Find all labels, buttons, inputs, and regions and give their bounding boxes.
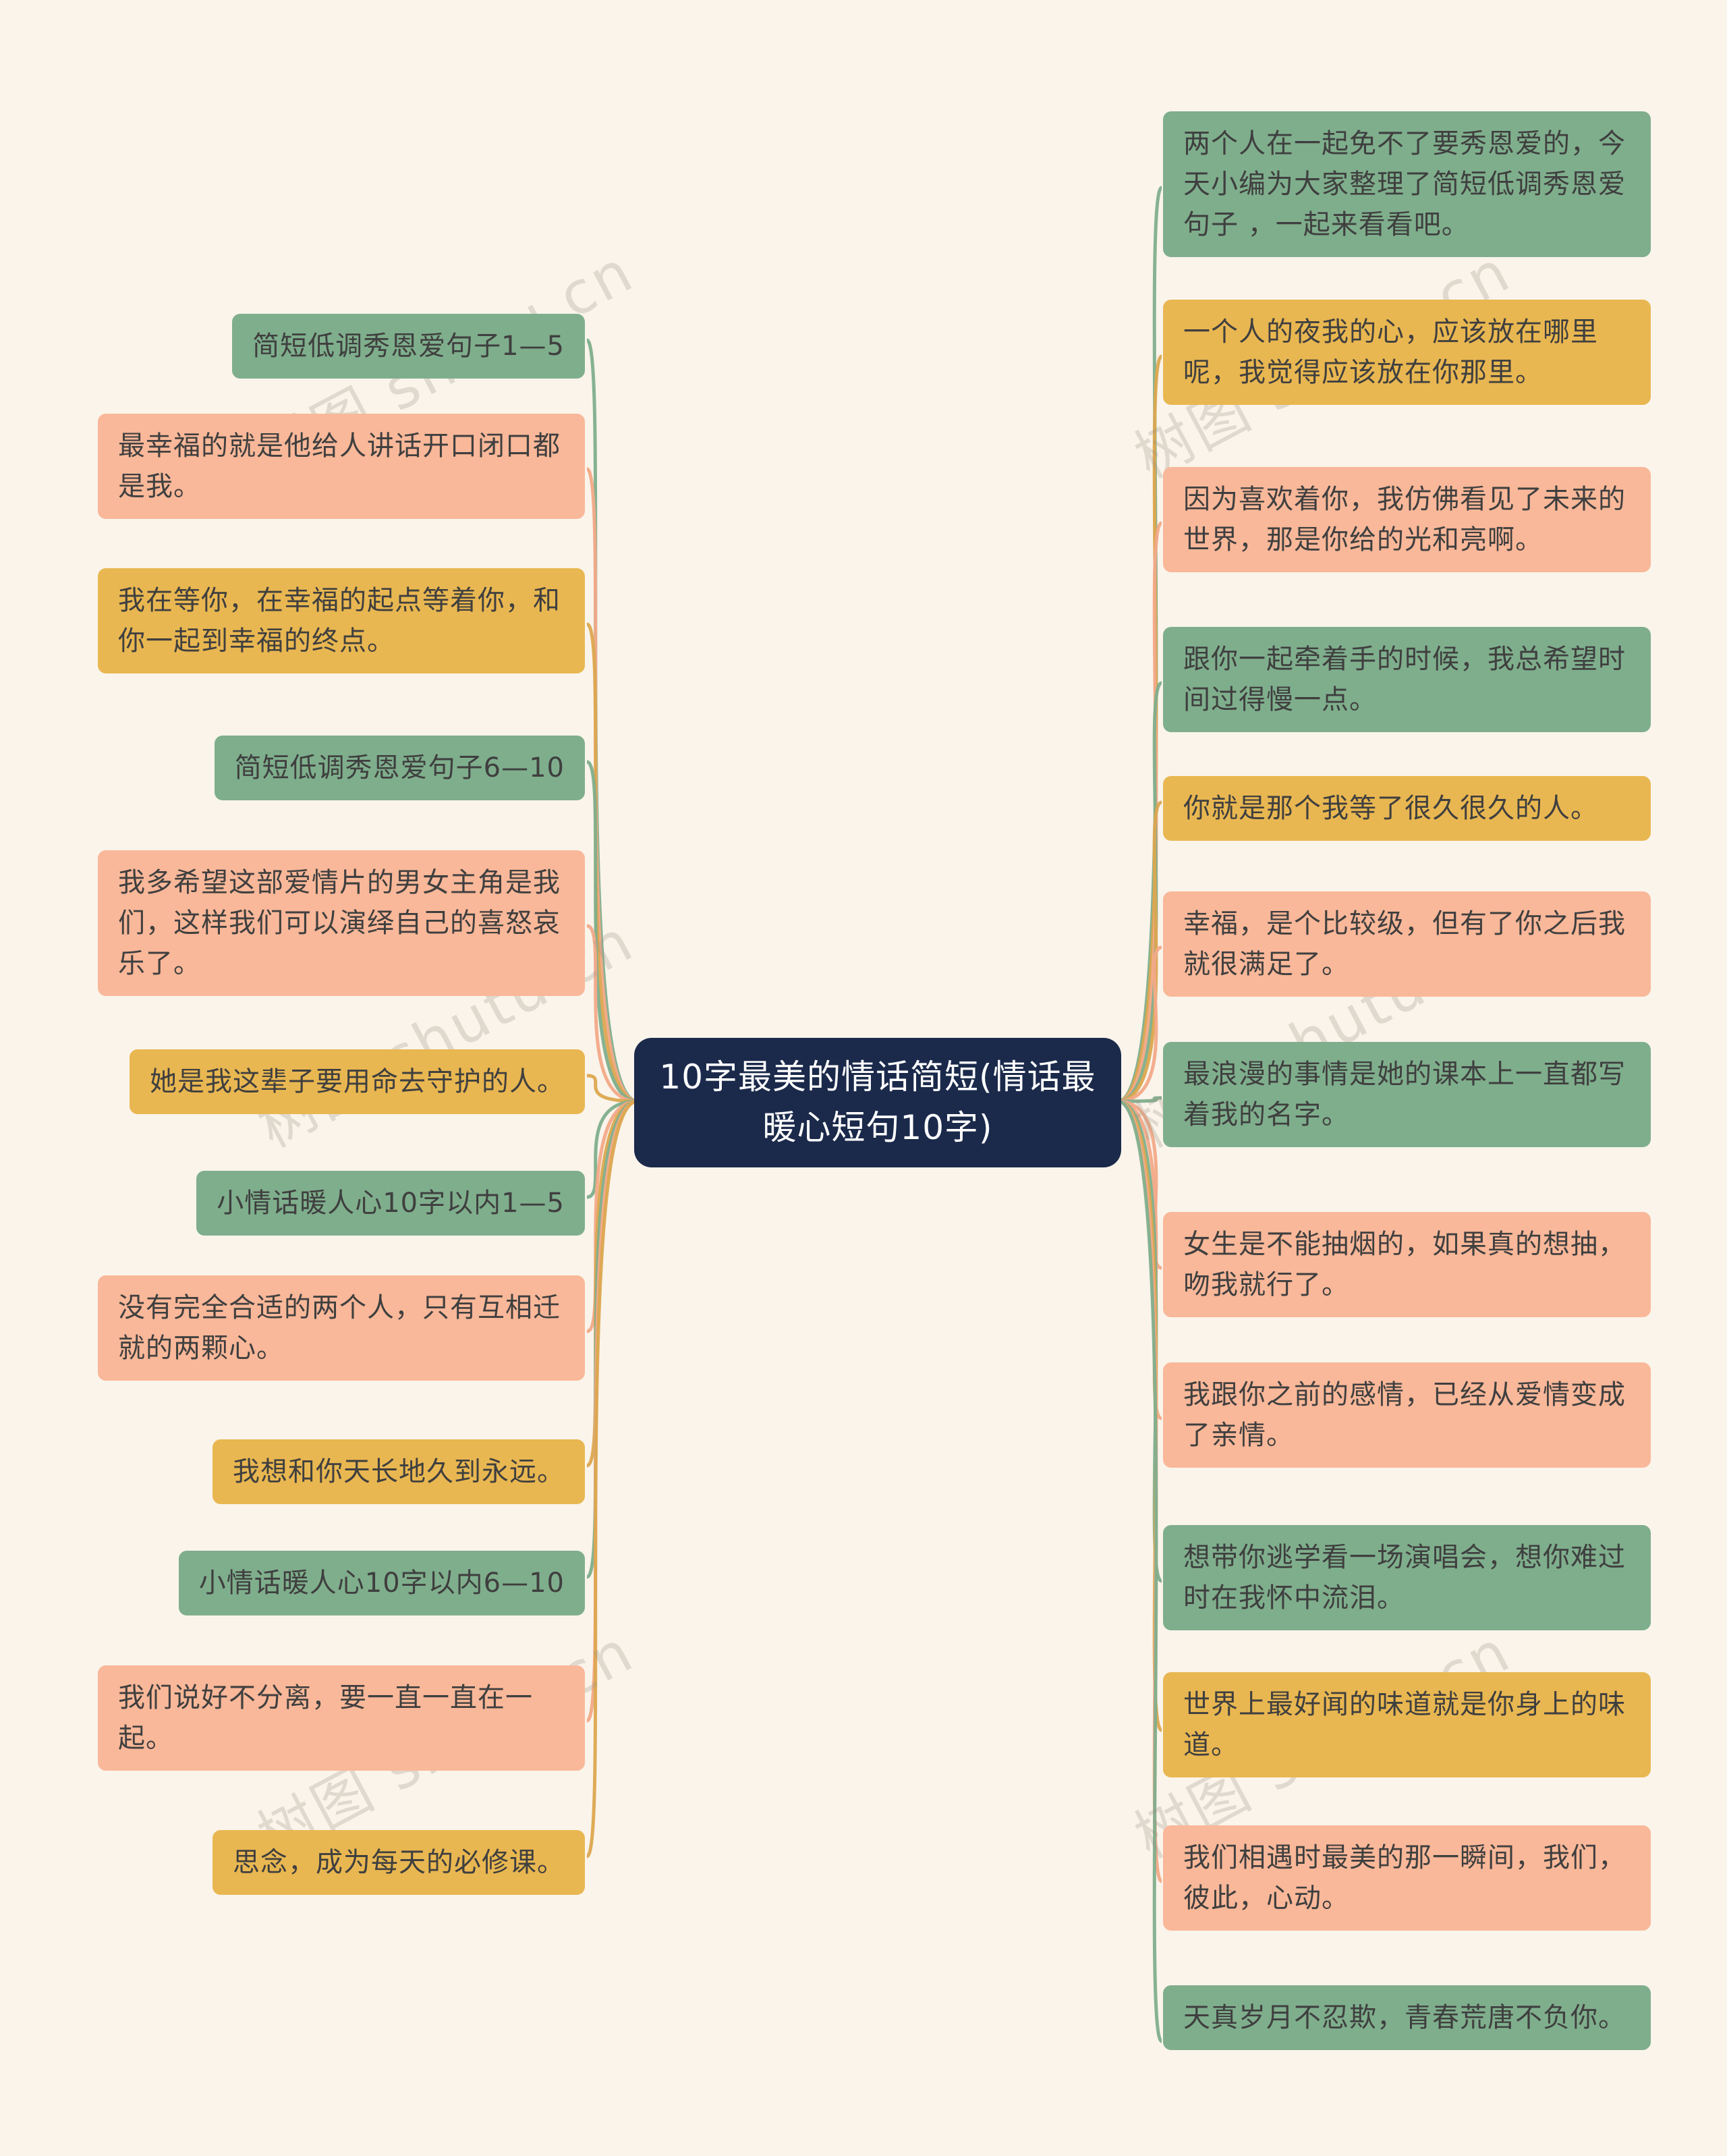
connector-left-6 [586, 1074, 638, 1103]
left-node-heading-4[interactable]: 小情话暖人心10字以内6—10 [178, 1551, 585, 1615]
right-node[interactable]: 我们相遇时最美的那一瞬间，我们，彼此，心动。 [1163, 1825, 1651, 1931]
left-node[interactable]: 思念，成为每天的必修课。 [213, 1830, 585, 1895]
right-node[interactable]: 一个人的夜我的心，应该放在哪里呢，我觉得应该放在你那里。 [1163, 300, 1651, 405]
left-node[interactable]: 我多希望这部爱情片的男女主角是我们，这样我们可以演绎自己的喜怒哀乐了。 [98, 850, 585, 996]
left-node[interactable]: 她是我这辈子要用命去守护的人。 [130, 1049, 585, 1114]
right-node[interactable]: 因为喜欢着你，我仿佛看见了未来的世界，那是你给的光和亮啊。 [1163, 467, 1651, 572]
right-node[interactable]: 我跟你之前的感情，已经从爱情变成了亲情。 [1163, 1362, 1651, 1468]
left-node-heading-1[interactable]: 简短低调秀恩爱句子1—5 [232, 314, 585, 379]
connector-right-7 [1117, 1096, 1162, 1103]
connector-right-13 [1117, 1099, 1164, 2043]
left-node-heading-3[interactable]: 小情话暖人心10字以内1—5 [196, 1171, 585, 1236]
connector-left-12 [585, 1099, 638, 1858]
right-node[interactable]: 两个人在一起免不了要秀恩爱的，今天小编为大家整理了简短低调秀恩爱句子 ，一起来看… [1163, 111, 1651, 257]
left-node[interactable]: 我们说好不分离，要一直一直在一起。 [98, 1665, 585, 1771]
right-node[interactable]: 幸福，是个比较级，但有了你之后我就很满足了。 [1163, 891, 1651, 997]
left-node-heading-2[interactable]: 简短低调秀恩爱句子6—10 [214, 736, 585, 800]
connector-right-6 [1117, 945, 1162, 1103]
left-node[interactable]: 最幸福的就是他给人讲话开口闭口都是我。 [98, 414, 585, 519]
right-node[interactable]: 世界上最好闻的味道就是你身上的味道。 [1163, 1672, 1651, 1777]
left-node[interactable]: 我在等你，在幸福的起点等着你，和你一起到幸福的终点。 [98, 568, 585, 673]
left-node[interactable]: 没有完全合适的两个人，只有互相迁就的两颗心。 [98, 1275, 585, 1381]
central-topic[interactable]: 10字最美的情话简短(情话最暖心短句10字) [634, 1038, 1121, 1167]
connector-left-5 [586, 924, 638, 1103]
right-node[interactable]: 想带你逃学看一场演唱会，想你难过时在我怀中流泪。 [1163, 1525, 1651, 1630]
right-node[interactable]: 女生是不能抽烟的，如果真的想抽，吻我就行了。 [1163, 1212, 1651, 1317]
connector-left-7 [586, 1099, 638, 1199]
right-node[interactable]: 跟你一起牵着手的时候，我总希望时间过得慢一点。 [1163, 627, 1651, 732]
connector-left-8 [586, 1099, 638, 1333]
left-node[interactable]: 我想和你天长地久到永远。 [213, 1439, 585, 1504]
right-node[interactable]: 天真岁月不忍欺，青春荒唐不负你。 [1163, 1985, 1651, 2050]
connector-left-4 [586, 760, 638, 1103]
right-node[interactable]: 你就是那个我等了很久很久的人。 [1163, 776, 1651, 841]
right-node[interactable]: 最浪漫的事情是她的课本上一直都写着我的名字。 [1163, 1042, 1651, 1147]
